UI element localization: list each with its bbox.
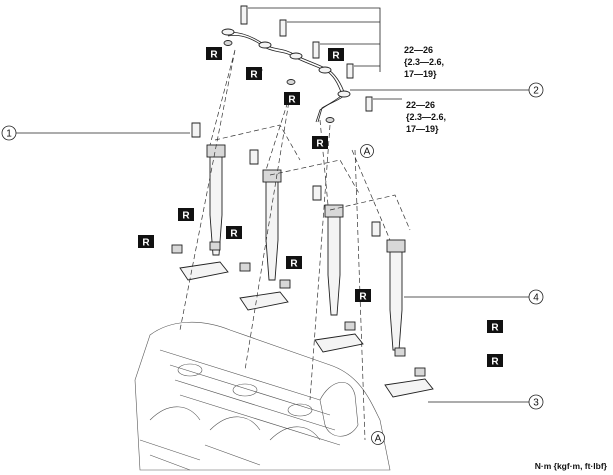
svg-text:22—26: 22—26 [406,100,435,110]
svg-text:A: A [375,434,382,445]
replace-tag: R [288,95,296,106]
svg-text:17—19}: 17—19} [404,69,437,79]
svg-text:4: 4 [533,293,539,304]
reference-mark-a-top: A [360,144,374,158]
callout-1: 1 [1,125,190,141]
replace-tag: R [182,211,190,222]
unit-note: N·m {kgf·m, ft·lbf} [535,461,608,471]
replace-tag: R [359,292,367,303]
injector-clamps [179,261,434,398]
injector-1 [206,144,226,256]
injection-pipes [221,5,402,123]
svg-text:17—19}: 17—19} [406,124,439,134]
callout-2: 2 [350,82,544,98]
replace-tag: R [250,70,258,81]
replace-tag: R [290,259,298,270]
callout-4: 4 [404,289,544,305]
replace-tags: R R R R R R R R R R R R [138,47,503,368]
svg-text:3: 3 [533,398,539,409]
svg-text:{2.3—2.6,: {2.3—2.6, [404,57,444,67]
replace-tag: R [332,51,340,62]
nuts-and-seals [171,241,426,377]
replace-tag: R [491,323,499,334]
svg-text:1: 1 [6,129,12,140]
replace-tag: R [210,50,218,61]
torque-spec-upper: 22—26 {2.3—2.6, 17—19} [404,45,444,79]
injector-3 [324,204,344,316]
replace-tag: R [491,357,499,368]
replace-tag: R [316,139,324,150]
reference-mark-a-bottom: A [371,431,385,445]
svg-text:{2.3—2.6,: {2.3—2.6, [406,112,446,122]
svg-text:2: 2 [533,86,539,97]
svg-text:22—26: 22—26 [404,45,433,55]
injector-4 [386,239,406,351]
alignment-lines [179,49,411,441]
replace-tag: R [142,238,150,249]
callout-3: 3 [428,394,544,410]
replace-tag: R [230,229,238,240]
injector-2 [262,169,282,281]
torque-spec-lower: 22—26 {2.3—2.6, 17—19} [406,100,446,134]
svg-text:A: A [364,147,371,158]
return-connectors [191,122,381,237]
